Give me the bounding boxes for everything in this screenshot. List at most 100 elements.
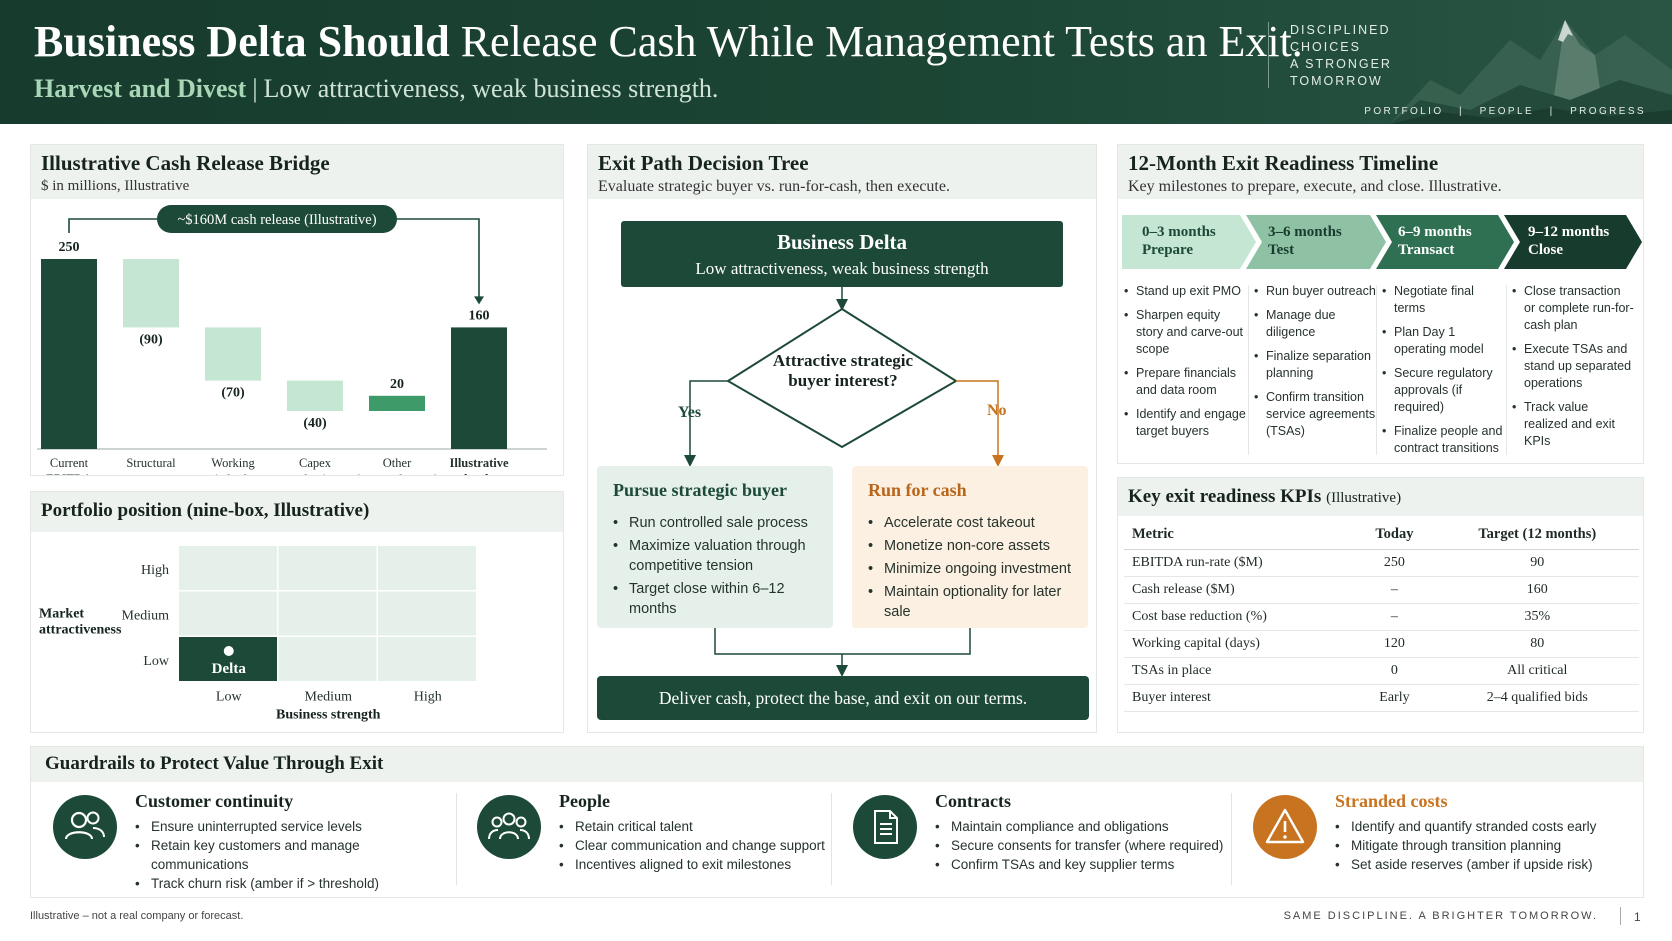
col-label: Low — [216, 690, 243, 705]
decision-tree-subtitle: Evaluate strategic buyer vs. run-for-cas… — [598, 178, 950, 195]
ninebox-cell — [179, 637, 277, 681]
list-item: Incentives aligned to exit milestones — [559, 855, 879, 874]
col-header-today: Today — [1353, 520, 1436, 550]
guardrail-stranded-costs: Stranded costs Identify and quantify str… — [1253, 789, 1633, 891]
col-label: Medium — [305, 690, 353, 705]
list-item: Secure regulatory approvals (if required… — [1382, 365, 1504, 416]
timeline-header: 12-Month Exit Readiness Timeline Key mil… — [1118, 145, 1643, 199]
category-label-1: Structural — [126, 456, 176, 470]
footer-tagline: SAME DISCIPLINE. A BRIGHTER TOMORROW. — [1283, 910, 1598, 922]
guardrail-people: People Retain critical talent Clear comm… — [477, 789, 825, 891]
list-item: Stand up exit PMO — [1124, 283, 1246, 300]
category-label-4: (e.g., real estate) — [356, 472, 439, 475]
table-row: Cash release ($M)–160 — [1124, 576, 1639, 604]
phase-column-close: Close transaction or complete run-for-ca… — [1512, 283, 1634, 457]
mountain-illustration — [1390, 20, 1672, 124]
page-subtitle: Harvest and Divest|Low attractiveness, w… — [34, 74, 719, 103]
list-item: Identify and engage target buyers — [1124, 406, 1246, 440]
decision-tree-title: Exit Path Decision Tree — [598, 151, 809, 175]
guardrails-panel: Guardrails to Protect Value Through Exit… — [30, 746, 1644, 898]
y-axis-label: Market — [39, 607, 84, 622]
data-label-4: 20 — [390, 377, 404, 392]
column-divider — [1248, 285, 1249, 455]
col-header-metric: Metric — [1124, 520, 1354, 550]
decision-tree-connectors — [684, 287, 1004, 677]
data-label-0: 250 — [59, 240, 80, 255]
list-item: Identify and quantify stranded costs ear… — [1335, 817, 1655, 836]
list-item: Run controlled sale process — [613, 513, 817, 533]
data-label-5: 160 — [469, 308, 490, 323]
delta-marker — [223, 646, 234, 656]
decision-tree-panel: Exit Path Decision Tree Evaluate strateg… — [587, 144, 1097, 733]
connector-no — [956, 380, 1004, 467]
delta-label: Delta — [212, 661, 247, 677]
phase-column-test: Run buyer outreach Manage due diligence … — [1254, 283, 1376, 447]
people-icon — [477, 795, 541, 859]
ninebox-cell — [378, 637, 476, 681]
kpi-table: Metric Today Target (12 months) EBITDA r… — [1124, 520, 1639, 712]
list-item: Close transaction or complete run-for-ca… — [1512, 283, 1634, 334]
list-item: Plan Day 1 operating model — [1382, 324, 1504, 358]
data-label-2: (70) — [221, 386, 245, 401]
cash-bridge-panel: Illustrative Cash Release Bridge $ in mi… — [30, 144, 564, 476]
chevron-prepare — [1122, 215, 1256, 269]
customers-icon — [53, 795, 117, 859]
cash-bridge-subtitle: $ in millions, Illustrative — [41, 178, 190, 194]
phase-column-prepare: Stand up exit PMO Sharpen equity story a… — [1124, 283, 1246, 447]
list-item: Retain critical talent — [559, 817, 879, 836]
bar-2 — [205, 327, 261, 381]
kpi-panel: Key exit readiness KPIs (Illustrative) M… — [1117, 477, 1644, 733]
list-item: Minimize ongoing investment — [868, 559, 1072, 579]
decision-diamond — [726, 307, 958, 449]
bar-0 — [41, 259, 97, 449]
phase-column-transact: Negotiate final terms Plan Day 1 operati… — [1382, 283, 1504, 464]
list-item: Track churn risk (amber if > threshold) — [135, 874, 455, 893]
list-item: Clear communication and change support — [559, 836, 879, 855]
ninebox-cell — [179, 546, 277, 590]
list-item: Maximize valuation through competitive t… — [613, 536, 817, 576]
list-item: Retain key customers and manage communic… — [135, 836, 455, 874]
bar-4 — [369, 395, 425, 411]
tree-outcome-box: Deliver cash, protect the base, and exit… — [597, 676, 1089, 720]
data-label-3: (40) — [303, 416, 327, 431]
list-item: Secure consents for transfer (where requ… — [935, 836, 1255, 855]
guardrails-title: Guardrails to Protect Value Through Exit — [45, 753, 384, 774]
guardrails-header: Guardrails to Protect Value Through Exit — [31, 747, 1643, 782]
yes-label: Yes — [678, 404, 702, 421]
category-label-2: Working — [211, 456, 255, 470]
x-axis-label: Business strength — [276, 708, 381, 723]
header-banner: Business Delta Should Release Cash While… — [0, 0, 1672, 124]
no-label: No — [987, 402, 1007, 419]
run-for-cash-list: Accelerate cost takeout Monetize non-cor… — [868, 513, 1072, 622]
footer-divider — [1620, 907, 1621, 925]
category-label-2: capital release — [197, 472, 269, 475]
page-title: Business Delta Should Release Cash While… — [34, 17, 1303, 66]
guardrail-divider — [456, 793, 457, 885]
ninebox-header: Portfolio position (nine-box, Illustrati… — [31, 492, 563, 532]
ninebox-cell — [278, 546, 377, 590]
ninebox-title: Portfolio position (nine-box, Illustrati… — [41, 500, 370, 521]
category-label-1: cost out — [131, 472, 171, 475]
table-row: Cost base reduction (%)–35% — [1124, 603, 1639, 631]
timeline-chevrons — [1122, 215, 1642, 269]
category-label-4: Other — [383, 456, 412, 470]
chevron-test — [1246, 215, 1386, 269]
list-item: Manage due diligence — [1254, 307, 1376, 341]
ninebox-cell — [179, 591, 277, 636]
phase-label-prepare: 0–3 months Prepare — [1142, 224, 1216, 258]
bar-3 — [287, 380, 343, 411]
list-item: Finalize people and contract transitions — [1382, 423, 1504, 457]
row-label: Medium — [122, 608, 170, 623]
list-item: Mitigate through transition planning — [1335, 836, 1655, 855]
phase-label-transact: 6–9 months Transact — [1398, 224, 1472, 258]
guardrail-contracts: Contracts Maintain compliance and obliga… — [853, 789, 1223, 891]
list-item: Track value realized and exit KPIs — [1512, 399, 1634, 450]
col-label: High — [414, 690, 442, 705]
category-label-5: cash release — [447, 472, 511, 475]
list-item: Negotiate final terms — [1382, 283, 1504, 317]
list-item: Accelerate cost takeout — [868, 513, 1072, 533]
